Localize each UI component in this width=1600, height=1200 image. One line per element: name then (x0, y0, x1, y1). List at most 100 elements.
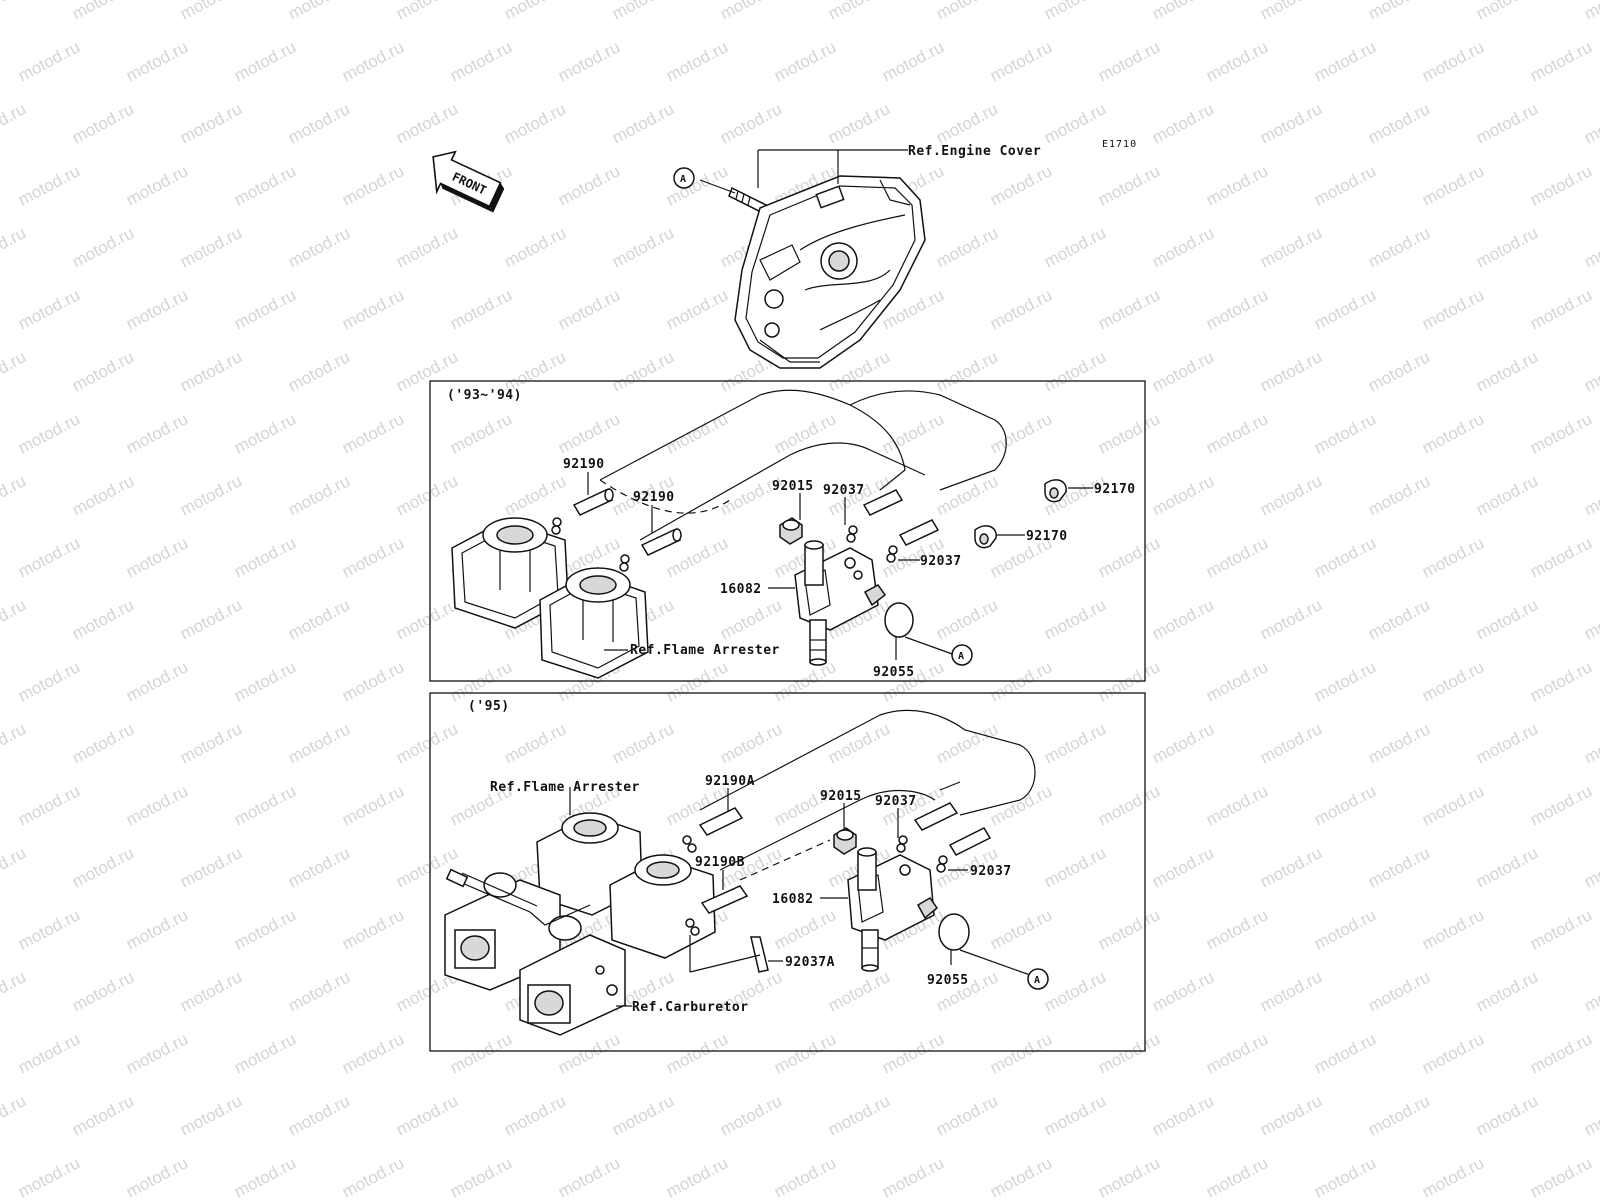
watermark-text: motod.ru (15, 161, 83, 209)
watermark-text: motod.ru (123, 657, 191, 705)
watermark-text: motod.ru (1365, 223, 1433, 271)
watermark-text: motod.ru (339, 285, 407, 333)
p2-label-92190B: 92190B (695, 855, 745, 870)
watermark-text: motod.ru (501, 0, 569, 24)
watermark-text: motod.ru (1365, 99, 1433, 147)
pump-body-16082 (794, 540, 887, 666)
watermark-text: motod.ru (825, 0, 893, 24)
watermark-text: motod.ru (717, 719, 785, 767)
watermark-text: motod.ru (1311, 657, 1379, 705)
watermark-text: motod.ru (1527, 1153, 1595, 1200)
watermark-text: motod.ru (771, 905, 839, 953)
diagram-code: E1710 (1102, 139, 1137, 150)
watermark-text: motod.ru (987, 1029, 1055, 1077)
watermark-text: motod.ru (771, 1029, 839, 1077)
watermark-text: motod.ru (15, 657, 83, 705)
watermark-text: motod.ru (987, 409, 1055, 457)
watermark-text: motod.ru (15, 1029, 83, 1077)
watermark-text: motod.ru (177, 967, 245, 1015)
watermark-text: motod.ru (231, 905, 299, 953)
watermark-text: motod.ru (1527, 657, 1595, 705)
p1-ref-flame-arrester: Ref.Flame Arrester (630, 643, 780, 658)
watermark-text: motod.ru (69, 347, 137, 395)
watermark-text: motod.ru (1149, 967, 1217, 1015)
watermark-text: motod.ru (0, 843, 29, 891)
watermark-text: motod.ru (1473, 1091, 1541, 1139)
watermark-text: motod.ru (339, 1153, 407, 1200)
p1-label-92037-a: 92037 (823, 483, 865, 498)
watermark-text: motod.ru (1419, 37, 1487, 85)
watermark-text: motod.ru (0, 595, 29, 643)
p2-label-92037A: 92037A (785, 955, 835, 970)
watermark-text: motod.ru (1149, 0, 1217, 24)
p1-label-92170-b: 92170 (1026, 529, 1068, 544)
watermark-text: motod.ru (1581, 595, 1600, 643)
watermark-text: motod.ru (771, 1153, 839, 1200)
panel2-title: ('95) (468, 699, 510, 714)
watermark-text: motod.ru (123, 781, 191, 829)
watermark-text: motod.ru (879, 1029, 947, 1077)
svg-text:A: A (1034, 975, 1041, 986)
watermark-text: motod.ru (663, 1153, 731, 1200)
watermark-text: motod.ru (501, 223, 569, 271)
watermark-text: motod.ru (933, 0, 1001, 24)
clip-left-upper (551, 517, 562, 535)
watermark-text: motod.ru (1095, 1153, 1163, 1200)
watermark-text: motod.ru (1581, 843, 1600, 891)
p2-ref-carburetor: Ref.Carburetor (632, 1000, 749, 1015)
watermark-text: motod.ru (1257, 595, 1325, 643)
watermark-text: motod.ru (1257, 347, 1325, 395)
watermark-text: motod.ru (1203, 1153, 1271, 1200)
watermark-text: motod.ru (177, 471, 245, 519)
watermark-text: motod.ru (1527, 905, 1595, 953)
watermark-text: motod.ru (1473, 347, 1541, 395)
clamp-92170-upper (1044, 479, 1067, 503)
watermark-text: motod.ru (0, 99, 29, 147)
watermark-text: motod.ru (1473, 595, 1541, 643)
watermark-text: motod.ru (1257, 0, 1325, 24)
watermark-text: motod.ru (1041, 843, 1109, 891)
watermark-text: motod.ru (393, 471, 461, 519)
watermark-text: motod.ru (1419, 657, 1487, 705)
hose-right-lower (898, 519, 940, 546)
hose-right-upper (862, 489, 904, 516)
panel-95: ('95) Ref.Flame Arrester (429, 692, 1146, 1052)
watermark-text: motod.ru (933, 595, 1001, 643)
p2-flame-arrester-flanges (536, 812, 716, 959)
watermark-text: motod.ru (1203, 161, 1271, 209)
watermark-text: motod.ru (285, 223, 353, 271)
watermark-text: motod.ru (123, 1029, 191, 1077)
hose-92190-upper (572, 488, 614, 516)
clip-92190a (682, 835, 697, 853)
watermark-text: motod.ru (879, 37, 947, 85)
watermark-text: motod.ru (123, 905, 191, 953)
watermark-text: motod.ru (1581, 471, 1600, 519)
watermark-text: motod.ru (717, 0, 785, 24)
watermark-text: motod.ru (1473, 967, 1541, 1015)
watermark-text: motod.ru (717, 595, 785, 643)
p1-label-92170-a: 92170 (1094, 482, 1136, 497)
watermark-text: motod.ru (1311, 37, 1379, 85)
watermark-text: motod.ru (501, 1091, 569, 1139)
watermark-text: motod.ru (609, 719, 677, 767)
watermark-text: motod.ru (1203, 657, 1271, 705)
watermark-text: motod.ru (1365, 843, 1433, 891)
watermark-text: motod.ru (663, 37, 731, 85)
pin-92037a (750, 936, 769, 973)
watermark-text: motod.ru (69, 843, 137, 891)
watermark-text: motod.ru (1257, 843, 1325, 891)
watermark-text: motod.ru (1311, 285, 1379, 333)
watermark-text: motod.ru (609, 0, 677, 24)
watermark-text: motod.ru (231, 1153, 299, 1200)
watermark-text: motod.ru (393, 719, 461, 767)
p2-fitting-92015 (833, 827, 857, 855)
watermark-text: motod.ru (1473, 99, 1541, 147)
watermark-text: motod.ru (1419, 1153, 1487, 1200)
watermark-text: motod.ru (177, 1091, 245, 1139)
watermark-text: motod.ru (1581, 0, 1600, 24)
watermark-text: motod.ru (177, 719, 245, 767)
watermark-text: motod.ru (339, 781, 407, 829)
svg-text:A: A (680, 174, 687, 185)
watermark-text: motod.ru (285, 1091, 353, 1139)
watermark-text: motod.ru (1473, 471, 1541, 519)
